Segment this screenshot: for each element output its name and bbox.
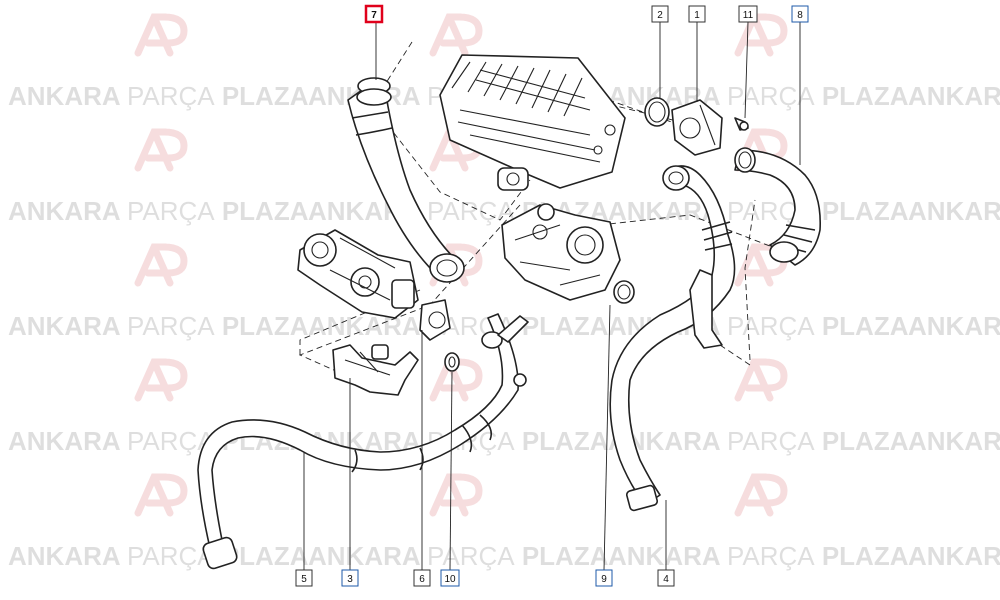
- callout-3-box: [341, 569, 359, 587]
- callout-5-box: [295, 569, 313, 587]
- watermark-brand: ANKARA PARÇA PLAZA: [8, 311, 309, 341]
- callout-4[interactable]: 4: [657, 569, 675, 587]
- bolt-11: [734, 117, 749, 131]
- callout-7[interactable]: 7: [364, 4, 384, 24]
- sensor-1: [671, 99, 723, 156]
- watermark-brand: ANKARA PARÇA PLAZA: [608, 426, 909, 456]
- callout-10-label: 10: [444, 574, 456, 585]
- callout-1-label: 1: [694, 10, 700, 21]
- watermark-logo-icon: [734, 473, 788, 517]
- watermark-brand: ANKARA PARÇA PLAZA: [608, 196, 909, 226]
- callout-11-box: [738, 5, 758, 23]
- callout-8[interactable]: 8: [791, 5, 809, 23]
- hose-4-connector: [625, 484, 659, 512]
- hose-5: [197, 313, 529, 570]
- watermark-brand: ANKARA PARÇA PLAZA: [8, 196, 309, 226]
- callout-1[interactable]: 1: [688, 5, 706, 23]
- hose-4: [609, 165, 736, 512]
- leader-lines: [303, 21, 801, 571]
- callout-2-box: [651, 5, 669, 23]
- callout-4-box: [657, 569, 675, 587]
- egr-assembly: [297, 229, 419, 319]
- callout-8-box: [791, 5, 809, 23]
- callout-6-box: [413, 569, 431, 587]
- watermark-logo-icon: [734, 358, 788, 402]
- callout-3[interactable]: 3: [341, 569, 359, 587]
- callout-11[interactable]: 11: [738, 5, 758, 23]
- callout-9-box: [595, 569, 613, 587]
- pipe-3: [332, 344, 419, 396]
- watermark-brand: ANKARA PARÇA PLAZA: [308, 541, 609, 571]
- callout-5[interactable]: 5: [295, 569, 313, 587]
- watermark-brand-partial: ANKAR: [908, 426, 1000, 456]
- callout-2[interactable]: 2: [651, 5, 669, 23]
- watermark-brand: ANKARA PARÇA PLAZA: [308, 311, 609, 341]
- callout-7-label: 7: [371, 10, 377, 21]
- seal-9: [613, 280, 635, 304]
- o-ring-2: [644, 97, 670, 127]
- seal-10: [444, 352, 460, 372]
- callout-6-label: 6: [419, 574, 425, 585]
- hose-7: [347, 77, 465, 283]
- callout-6[interactable]: 6: [413, 569, 431, 587]
- hose-4-bracket: [689, 269, 723, 349]
- watermark-brand-partial: ANKAR: [908, 541, 1000, 571]
- callout-1-box: [688, 5, 706, 23]
- callout-8-label: 8: [797, 10, 803, 21]
- watermark-logo-icon: [429, 473, 483, 517]
- watermark-logo-icon: [134, 13, 188, 57]
- callout-4-label: 4: [663, 574, 669, 585]
- watermark-brand-partial: ANKAR: [908, 81, 1000, 111]
- watermark-brand-partial: ANKAR: [908, 311, 1000, 341]
- watermark-brand: ANKARA PARÇA PLAZA: [8, 81, 309, 111]
- watermark-brand: ANKARA PARÇA PLAZA: [8, 541, 309, 571]
- callout-2-label: 2: [657, 10, 663, 21]
- watermark-logo-icon: [134, 358, 188, 402]
- callout-9-label: 9: [601, 574, 607, 585]
- hose-5-connector: [202, 536, 238, 570]
- watermark-logo-icon: [134, 128, 188, 172]
- callout-3-label: 3: [347, 574, 353, 585]
- watermark-brand: ANKARA PARÇA PLAZA: [608, 541, 909, 571]
- watermark-logo-icon: [134, 243, 188, 287]
- watermark-logo-icon: [429, 13, 483, 57]
- gasket-6: [419, 299, 451, 341]
- callout-7-box: [364, 4, 384, 24]
- intake-manifold: [439, 54, 626, 191]
- callout-5-label: 5: [301, 574, 307, 585]
- watermark-brand-partial: ANKAR: [908, 196, 1000, 226]
- hose-8: [734, 147, 822, 266]
- watermark-logo-icon: [134, 473, 188, 517]
- callout-11-label: 11: [743, 10, 754, 21]
- callout-9[interactable]: 9: [595, 569, 613, 587]
- turbocharger: [501, 203, 621, 301]
- hose-7-flange: [429, 253, 465, 283]
- callout-10[interactable]: 10: [440, 569, 460, 587]
- callout-10-box: [440, 569, 460, 587]
